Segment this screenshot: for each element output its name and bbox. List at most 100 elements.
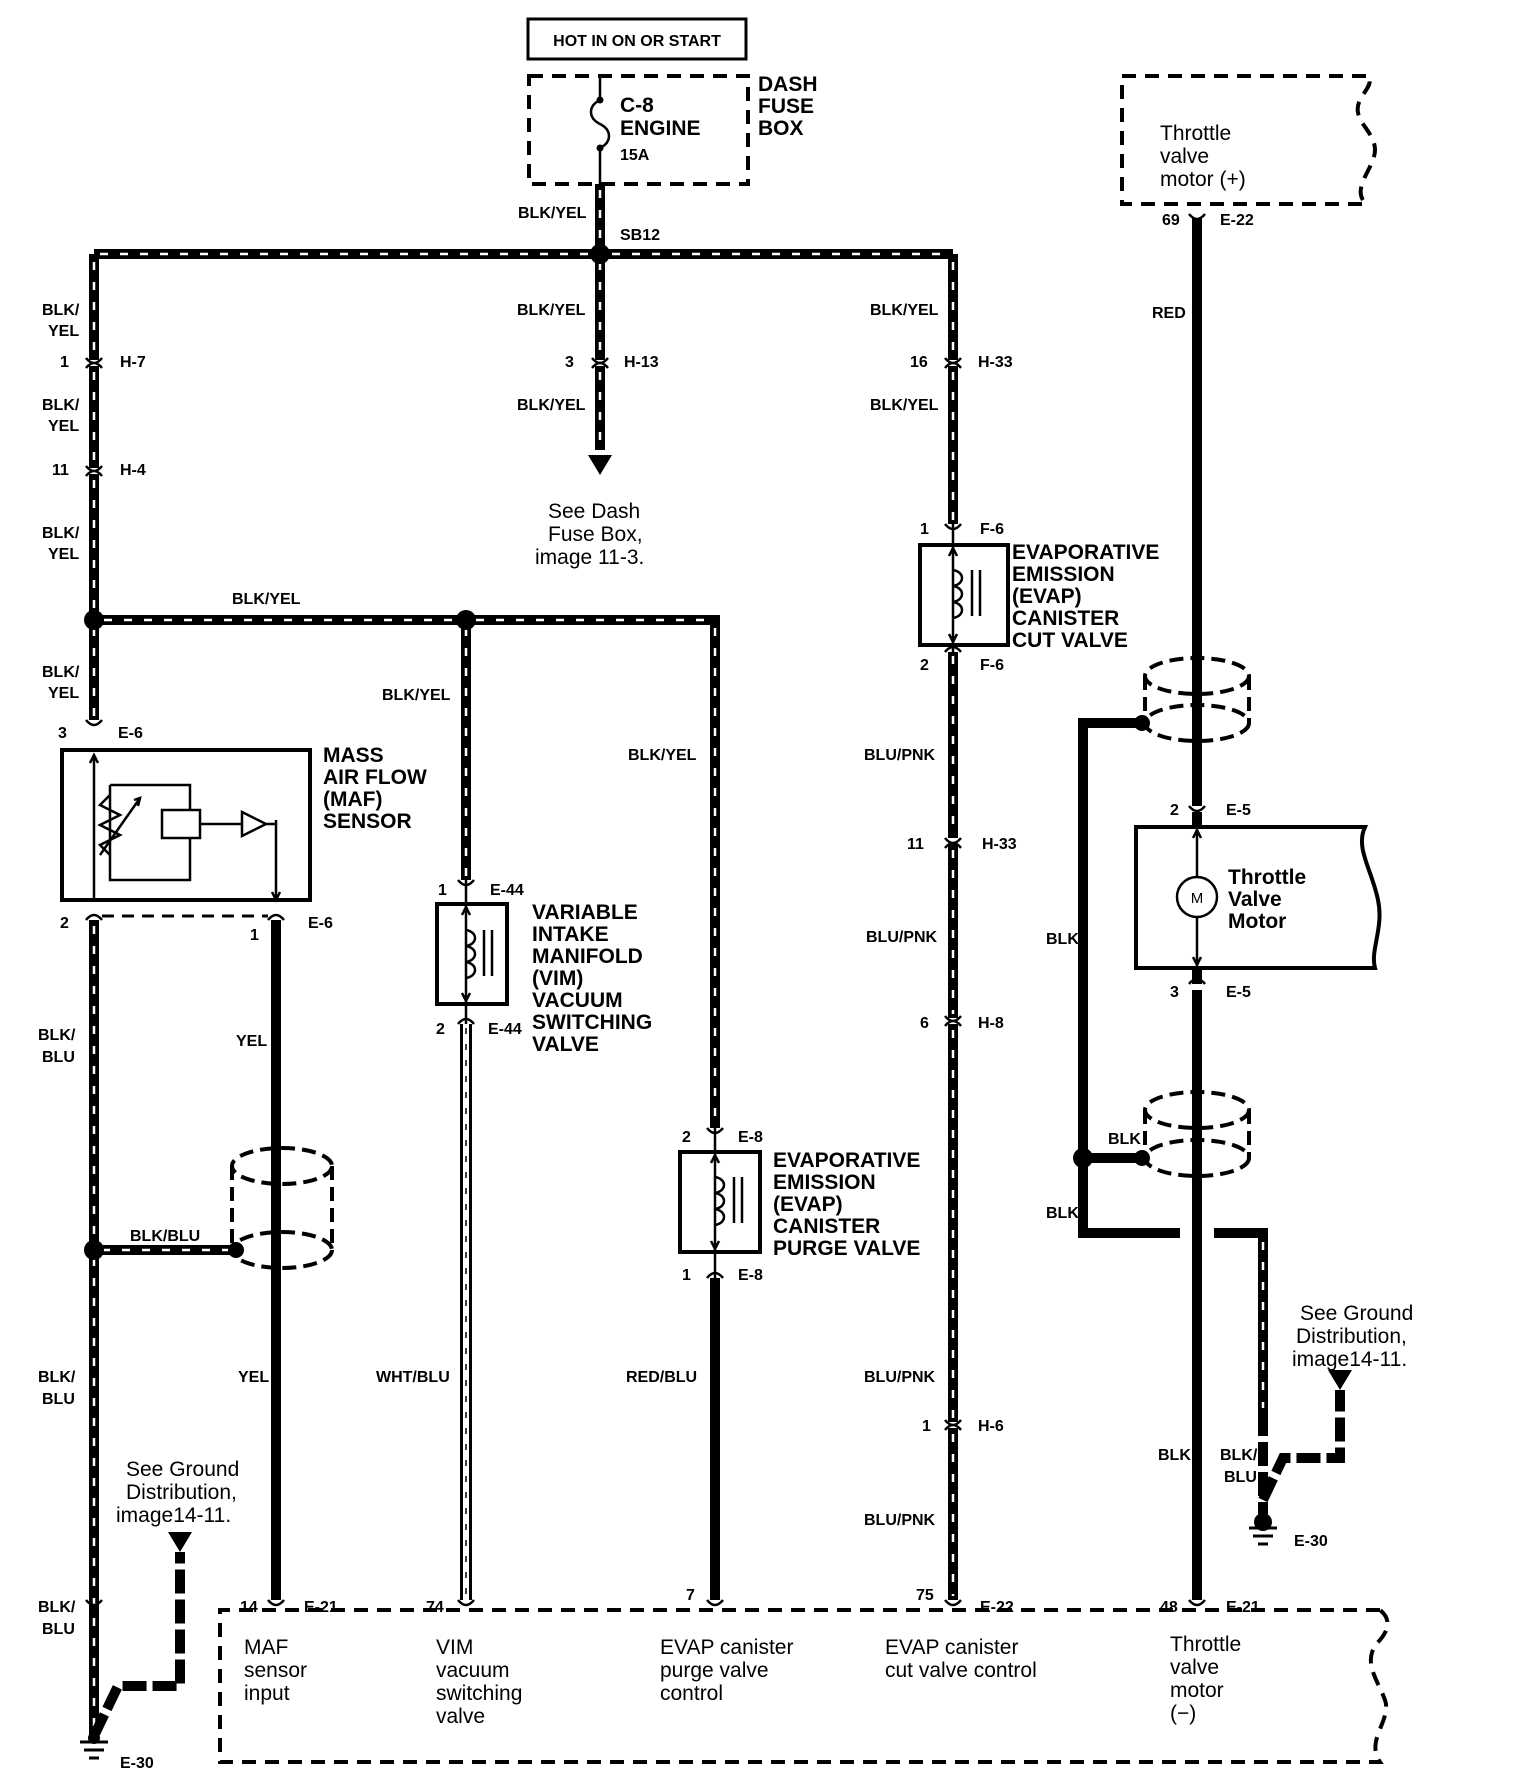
svg-text:See Dash: See Dash	[548, 500, 640, 523]
svg-text:E-8: E-8	[738, 1267, 763, 1284]
svg-text:YEL: YEL	[236, 1033, 267, 1050]
svg-text:E-21: E-21	[1226, 1599, 1260, 1616]
vim-label-6: SWITCHING	[532, 1011, 652, 1034]
svg-text:Distribution,: Distribution,	[126, 1481, 237, 1504]
svg-text:7: 7	[686, 1587, 695, 1604]
svg-text:2: 2	[436, 1021, 445, 1038]
svg-text:BLU/PNK: BLU/PNK	[864, 1369, 936, 1386]
vim-valve	[435, 880, 509, 1024]
throttle-plus-box	[1120, 74, 1378, 206]
svg-text:YEL: YEL	[48, 546, 79, 563]
svg-text:See Ground: See Ground	[126, 1458, 239, 1481]
svg-text:E-22: E-22	[1220, 212, 1254, 229]
ecm-box	[218, 1608, 1390, 1764]
svg-text:BLK/YEL: BLK/YEL	[382, 687, 451, 704]
dash-fuse-box	[527, 74, 750, 186]
purge-label-2: EMISSION	[773, 1171, 876, 1194]
svg-text:E-5: E-5	[1226, 984, 1251, 1001]
maf-label-1: MASS	[323, 744, 384, 767]
svg-text:75: 75	[916, 1587, 934, 1604]
svg-text:2: 2	[682, 1129, 691, 1146]
svg-text:WHT/BLU: WHT/BLU	[376, 1369, 450, 1386]
cut-label-2: EMISSION	[1012, 563, 1115, 586]
svg-text:input: input	[244, 1682, 290, 1705]
hot-label: HOT IN ON OR START	[553, 33, 721, 50]
motor-label-1: Throttle	[1228, 866, 1306, 889]
svg-text:RED: RED	[1152, 305, 1186, 322]
fuse-box-label-2: FUSE	[758, 95, 814, 118]
svg-text:2: 2	[920, 657, 929, 674]
splice-sb12	[590, 244, 610, 264]
svg-text:3: 3	[565, 354, 574, 371]
wire-color-labels: BLK/YEL BLK/ YEL BLK/ YEL BLK/ YEL BLK/ …	[38, 205, 1258, 1638]
svg-text:BLK/: BLK/	[42, 302, 80, 319]
purge-label-5: PURGE VALVE	[773, 1237, 920, 1260]
fuse-name: ENGINE	[620, 117, 701, 140]
svg-text:purge valve: purge valve	[660, 1659, 769, 1682]
vim-label-2: INTAKE	[532, 923, 609, 946]
shield-bottom	[1143, 1090, 1251, 1178]
svg-text:1: 1	[250, 927, 259, 944]
svg-text:H-33: H-33	[982, 836, 1017, 853]
svg-text:BLK/YEL: BLK/YEL	[517, 397, 586, 414]
maf-sensor	[60, 748, 312, 903]
throttle-plus-1: Throttle	[1160, 122, 1231, 145]
vim-label-5: VACUUM	[532, 989, 623, 1012]
fuse-box-label-1: DASH	[758, 73, 818, 96]
svg-text:See Ground: See Ground	[1300, 1302, 1413, 1325]
notes: See Dash Fuse Box, image 11-3. See Groun…	[116, 500, 1413, 1527]
svg-text:BLK/: BLK/	[42, 397, 80, 414]
maf-label-2: AIR FLOW	[323, 766, 427, 789]
throttle-plus-2: valve	[1160, 145, 1209, 168]
svg-text:switching: switching	[436, 1682, 522, 1705]
svg-text:Throttle: Throttle	[1170, 1633, 1241, 1656]
maf-label-3: (MAF)	[323, 788, 382, 811]
svg-text:VIM: VIM	[436, 1636, 473, 1659]
svg-text:BLU/PNK: BLU/PNK	[864, 747, 936, 764]
hot-label-box	[526, 17, 748, 61]
svg-text:3: 3	[1170, 984, 1179, 1001]
svg-text:BLK/BLU: BLK/BLU	[130, 1228, 200, 1245]
svg-text:1: 1	[438, 882, 447, 899]
svg-text:69: 69	[1162, 212, 1180, 229]
svg-text:H-8: H-8	[978, 1015, 1004, 1032]
cut-label-4: CANISTER	[1012, 607, 1119, 630]
svg-text:BLU: BLU	[1224, 1469, 1257, 1486]
svg-text:1: 1	[682, 1267, 691, 1284]
svg-text:1: 1	[60, 354, 69, 371]
maf-label-4: SENSOR	[323, 810, 412, 833]
svg-text:cut valve control: cut valve control	[885, 1659, 1037, 1682]
fuse-rating: 15A	[620, 147, 650, 164]
svg-text:2: 2	[60, 915, 69, 932]
splice-maf-shield	[84, 1240, 104, 1260]
svg-text:SB12: SB12	[620, 227, 660, 244]
vim-label-7: VALVE	[532, 1033, 599, 1056]
svg-text:vacuum: vacuum	[436, 1659, 510, 1682]
svg-text:BLU/PNK: BLU/PNK	[864, 1512, 936, 1529]
svg-text:(−): (−)	[1170, 1702, 1196, 1725]
svg-text:E-8: E-8	[738, 1129, 763, 1146]
svg-text:BLK/: BLK/	[42, 525, 80, 542]
purge-label-4: CANISTER	[773, 1215, 880, 1238]
svg-text:BLK: BLK	[1158, 1447, 1191, 1464]
shield-maf	[230, 1146, 334, 1270]
wire-stripes	[92, 190, 1265, 1732]
purge-label-3: (EVAP)	[773, 1193, 843, 1216]
svg-text:YEL: YEL	[48, 418, 79, 435]
svg-text:H-4: H-4	[120, 462, 146, 479]
svg-text:6: 6	[920, 1015, 929, 1032]
motor-symbol-letter: M	[1191, 890, 1204, 907]
svg-text:BLK/: BLK/	[38, 1599, 76, 1616]
svg-text:RED/BLU: RED/BLU	[626, 1369, 697, 1386]
svg-text:BLK/YEL: BLK/YEL	[232, 591, 301, 608]
svg-text:BLK: BLK	[1046, 1205, 1079, 1222]
svg-text:E-30: E-30	[1294, 1533, 1328, 1550]
throttle-plus-3: motor (+)	[1160, 168, 1246, 191]
svg-text:BLK: BLK	[1108, 1131, 1141, 1148]
connector-labels: SB12 1 H-7 11 H-4 3 H-13 16 H-33 1 F-6 2…	[52, 212, 1328, 1772]
shield-top	[1143, 656, 1251, 743]
svg-text:E-5: E-5	[1226, 802, 1251, 819]
svg-text:valve: valve	[436, 1705, 485, 1728]
svg-text:BLK/: BLK/	[38, 1027, 76, 1044]
motor-symbol	[1175, 875, 1219, 919]
